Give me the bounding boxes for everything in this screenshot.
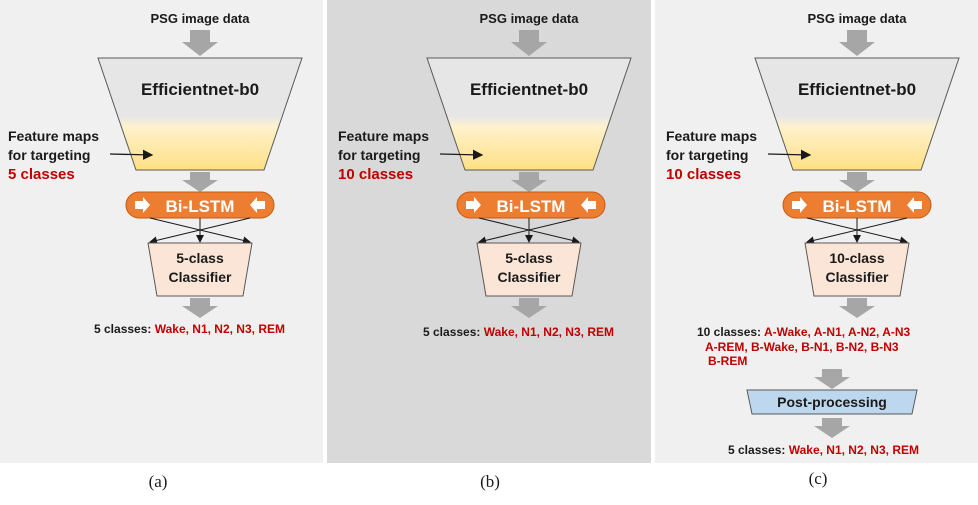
final-output-line: 5 classes: Wake, N1, N2, N3, REM xyxy=(728,443,919,457)
classifier-label-line1: 10-class xyxy=(829,250,884,266)
left-arrow-icon xyxy=(250,197,265,213)
input-arrow xyxy=(511,30,547,56)
panel-b-diagram: PSG image data Efficientnet-b0 Feature m… xyxy=(338,11,632,491)
postproc-output-arrow xyxy=(814,418,850,438)
panel-b: PSG image data Efficientnet-b0 Feature m… xyxy=(327,0,651,491)
encoder-label: Efficientnet-b0 xyxy=(470,80,588,99)
output-classes-line2: A-REM, B-Wake, B-N1, B-N2, B-N3 xyxy=(705,340,899,354)
output-prefix: 5 classes: xyxy=(423,325,484,339)
output-classes-line1: A-Wake, A-N1, A-N2, A-N3 xyxy=(764,325,911,339)
bilstm-label: Bi-LSTM xyxy=(497,197,566,216)
encoder-to-lstm-arrow xyxy=(839,172,875,192)
panel-a: PSG image data Efficientnet-b0 Feature m… xyxy=(0,0,323,491)
output-to-postproc-arrow xyxy=(814,369,850,389)
encoder-label: Efficientnet-b0 xyxy=(141,80,259,99)
panel-c: PSG image data Efficientnet-b0 Feature m… xyxy=(655,0,978,488)
output-line-1: 10 classes: A-Wake, A-N1, A-N2, A-N3 xyxy=(697,325,911,339)
caption: (a) xyxy=(149,472,168,491)
classifier-box xyxy=(804,242,910,297)
feature-pointer-arrow xyxy=(767,149,812,160)
feature-classes: 10 classes xyxy=(666,166,741,183)
final-prefix: 5 classes: xyxy=(728,443,789,457)
lstm-connections xyxy=(149,217,251,245)
postprocessing-box xyxy=(746,389,918,415)
encoder-trapezoid xyxy=(754,57,960,171)
classifier-output-arrow xyxy=(182,298,218,318)
feature-pointer-arrow xyxy=(439,149,484,160)
caption: (c) xyxy=(809,469,828,488)
input-label: PSG image data xyxy=(480,11,580,26)
bilstm-label: Bi-LSTM xyxy=(166,197,235,216)
output-line: 5 classes: Wake, N1, N2, N3, REM xyxy=(94,322,285,336)
encoder-trapezoid xyxy=(97,57,303,171)
classifier-output-arrow xyxy=(511,298,547,318)
lstm-connections xyxy=(806,217,908,245)
classifier-label-line2: Classifier xyxy=(168,269,232,285)
classifier-label-line1: 5-class xyxy=(505,250,553,266)
encoder-trapezoid xyxy=(426,57,632,171)
classifier-box xyxy=(147,242,253,297)
output-prefix: 10 classes: xyxy=(697,325,764,339)
output-classes: Wake, N1, N2, N3, REM xyxy=(155,322,285,336)
classifier-label-line1: 5-class xyxy=(176,250,224,266)
feature-label-line1: Feature maps xyxy=(338,128,429,144)
bilstm-box xyxy=(456,191,606,219)
right-arrow-icon xyxy=(792,197,807,213)
feature-label-line1: Feature maps xyxy=(8,128,99,144)
feature-label-line2: for targeting xyxy=(8,147,90,163)
input-label: PSG image data xyxy=(808,11,908,26)
encoder-to-lstm-arrow xyxy=(182,172,218,192)
classifier-box xyxy=(476,242,582,297)
input-arrow xyxy=(839,30,875,56)
feature-label-line1: Feature maps xyxy=(666,128,757,144)
classifier-label-line2: Classifier xyxy=(825,269,889,285)
bilstm-label: Bi-LSTM xyxy=(823,197,892,216)
classifier-output-arrow xyxy=(839,298,875,318)
feature-pointer-arrow xyxy=(109,149,154,160)
output-prefix: 5 classes: xyxy=(94,322,155,336)
right-arrow-icon xyxy=(466,197,481,213)
feature-classes: 10 classes xyxy=(338,166,413,183)
left-arrow-icon xyxy=(581,197,596,213)
output-classes: Wake, N1, N2, N3, REM xyxy=(484,325,614,339)
final-classes: Wake, N1, N2, N3, REM xyxy=(789,443,919,457)
feature-label-line2: for targeting xyxy=(666,147,748,163)
input-arrow xyxy=(182,30,218,56)
input-label: PSG image data xyxy=(151,11,251,26)
encoder-label: Efficientnet-b0 xyxy=(798,80,916,99)
caption: (b) xyxy=(480,472,500,491)
left-arrow-icon xyxy=(907,197,922,213)
classifier-label-line2: Classifier xyxy=(497,269,561,285)
postprocessing-label: Post-processing xyxy=(777,394,887,410)
output-classes-line3: B-REM xyxy=(708,354,747,368)
lstm-connections xyxy=(478,217,580,245)
feature-classes: 5 classes xyxy=(8,166,75,183)
panel-c-diagram: PSG image data Efficientnet-b0 Feature m… xyxy=(666,11,960,488)
feature-label-line2: for targeting xyxy=(338,147,420,163)
encoder-to-lstm-arrow xyxy=(511,172,547,192)
right-arrow-icon xyxy=(135,197,150,213)
output-line: 5 classes: Wake, N1, N2, N3, REM xyxy=(423,325,614,339)
panel-a-diagram: PSG image data Efficientnet-b0 Feature m… xyxy=(8,11,303,491)
